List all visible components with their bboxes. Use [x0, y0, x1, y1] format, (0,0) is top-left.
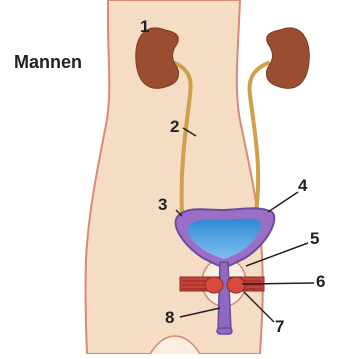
- leader-4: [268, 192, 298, 212]
- urethra: [218, 262, 231, 330]
- label-5: 5: [310, 230, 319, 247]
- label-4: 4: [298, 177, 307, 194]
- label-6: 6: [316, 273, 325, 290]
- sphincter-left: [205, 277, 223, 293]
- kidney-right: [266, 28, 309, 88]
- label-2: 2: [170, 118, 179, 135]
- label-1: 1: [140, 18, 149, 35]
- diagram-title: Mannen: [14, 53, 82, 71]
- label-8: 8: [165, 309, 174, 326]
- sphincter-right: [227, 277, 245, 293]
- label-3: 3: [158, 196, 167, 213]
- kidney-left: [136, 28, 179, 88]
- leader-6: [242, 283, 314, 284]
- urethra-tip: [217, 328, 232, 334]
- label-7: 7: [275, 318, 284, 335]
